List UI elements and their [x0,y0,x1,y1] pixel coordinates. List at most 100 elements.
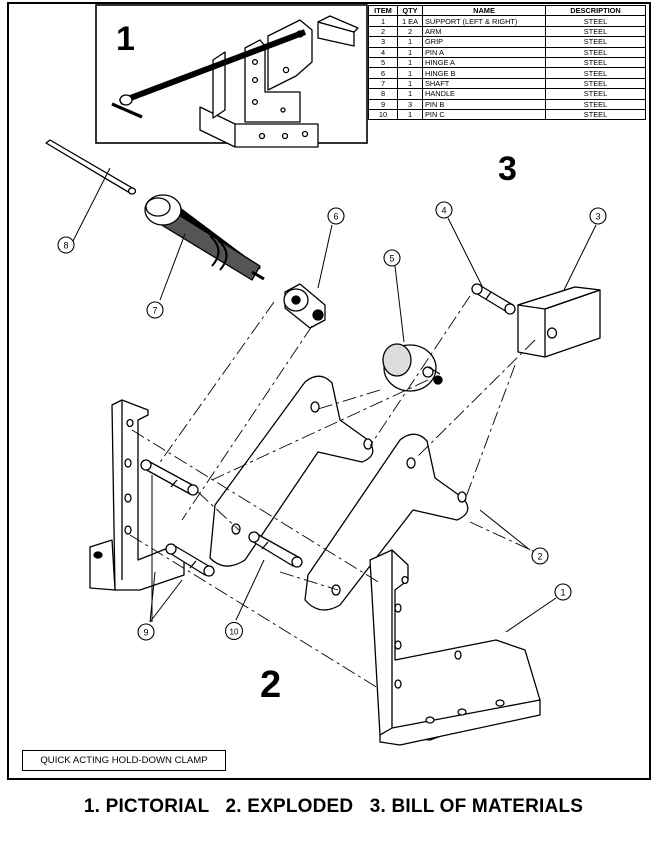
balloons [57,201,607,641]
bom-cell-name: SHAFT [422,77,546,90]
bom-cell-qty: 1 [397,77,423,90]
balloon-7 [146,301,164,319]
title-block: QUICK ACTING HOLD-DOWN CLAMP [22,750,226,771]
bom-cell-qty: 1 [397,67,423,79]
hinge-a-part [382,343,443,392]
balloon-label-3: 3 [595,212,600,222]
bom-cell-item: 10 [368,108,398,121]
pin-b-lower [165,543,215,577]
balloon-3 [589,207,607,225]
balloon-9 [137,623,155,641]
front-arm-part [304,433,469,611]
balloon-label-8: 8 [63,241,68,251]
left-support-part [89,399,185,591]
pictorial-support-front [244,39,301,123]
balloon-8 [57,236,75,254]
pictorial-view [111,15,359,148]
balloon-10 [224,621,244,641]
pictorial-shaft [118,29,307,105]
back-arm-part [209,375,374,567]
figure-caption: 1. PICTORIAL 2. EXPLODED 3. BILL OF MATE… [83,796,584,817]
pin-b-upper [140,459,199,496]
bom-cell-item: 6 [368,67,398,79]
bom-cell-description: STEEL [545,77,646,90]
leader-lines [71,167,597,633]
balloon-5 [383,249,401,267]
bom-cell-name: ARM [422,25,546,38]
balloon-label-5: 5 [389,254,394,264]
bom-cell-description: STEEL [545,25,646,38]
bom-cell-item: 5 [368,56,398,69]
exploded-view [45,139,601,746]
center-lines [129,295,536,689]
bom-cell-description: STEEL [545,67,646,79]
bom-cell-name: HINGE A [422,56,546,69]
balloon-label-9: 9 [143,628,148,638]
balloon-label-1: 1 [560,588,565,598]
bom-cell-name: PIN C [422,108,546,121]
right-support-part [369,549,541,746]
bom-view-number: 3 [498,150,517,188]
bom-cell-name: PIN A [422,46,546,58]
pictorial-view-number: 1 [116,20,135,58]
bom-cell-name: GRIP [422,36,546,48]
bom-cell-qty: 1 [397,46,423,58]
bom-cell-item: 2 [368,25,398,38]
bom-cell-qty: 1 [397,88,423,100]
bom-cell-qty: 1 [397,56,423,69]
pin-a-part [471,283,516,315]
balloon-label-6: 6 [333,212,338,222]
balloon-1 [554,583,572,601]
balloon-label-2: 2 [537,552,542,562]
bom-header-name: NAME [422,4,546,17]
bom-cell-qty: 1 [397,36,423,48]
balloon-label-7: 7 [152,306,157,316]
bom-header-row: ITEM QTY NAME DESCRIPTION [368,4,646,17]
bom-cell-item: 9 [368,98,398,110]
bom-cell-item: 3 [368,36,398,48]
bom-cell-name: PIN B [422,98,546,110]
bom-cell-description: STEEL [545,108,646,121]
handle-part [45,139,135,194]
bom-cell-description: STEEL [545,98,646,110]
bom-cell-name: SUPPORT (LEFT & RIGHT) [422,15,546,27]
bom-cell-item: 7 [368,77,398,90]
bom-cell-qty: 1 EA [397,15,423,27]
bom-cell-description: STEEL [545,46,646,58]
bom-cell-item: 1 [368,15,398,27]
balloon-label-10: 10 [230,628,239,637]
pin-c-part [248,531,303,568]
bom-cell-description: STEEL [545,36,646,48]
bom-cell-description: STEEL [545,88,646,100]
pictorial-arm [267,19,313,91]
bom-cell-item: 4 [368,46,398,58]
balloon-labels: 8 7 6 5 4 3 2 1 9 10 [63,206,600,638]
bom-cell-name: HANDLE [422,88,546,100]
hinge-b-part [283,283,326,329]
bom-cell-qty: 2 [397,25,423,38]
bom-cell-qty: 3 [397,98,423,110]
sheet-border [7,2,651,780]
bom-cell-qty: 1 [397,108,423,121]
balloon-label-4: 4 [441,206,446,216]
balloon-4 [435,201,453,219]
balloon-6 [327,207,345,225]
grip-part [517,286,601,358]
pictorial-handle [111,102,143,119]
exploded-view-number: 2 [260,664,281,706]
bom-cell-description: STEEL [545,56,646,69]
bom-header-qty: QTY [397,4,423,17]
